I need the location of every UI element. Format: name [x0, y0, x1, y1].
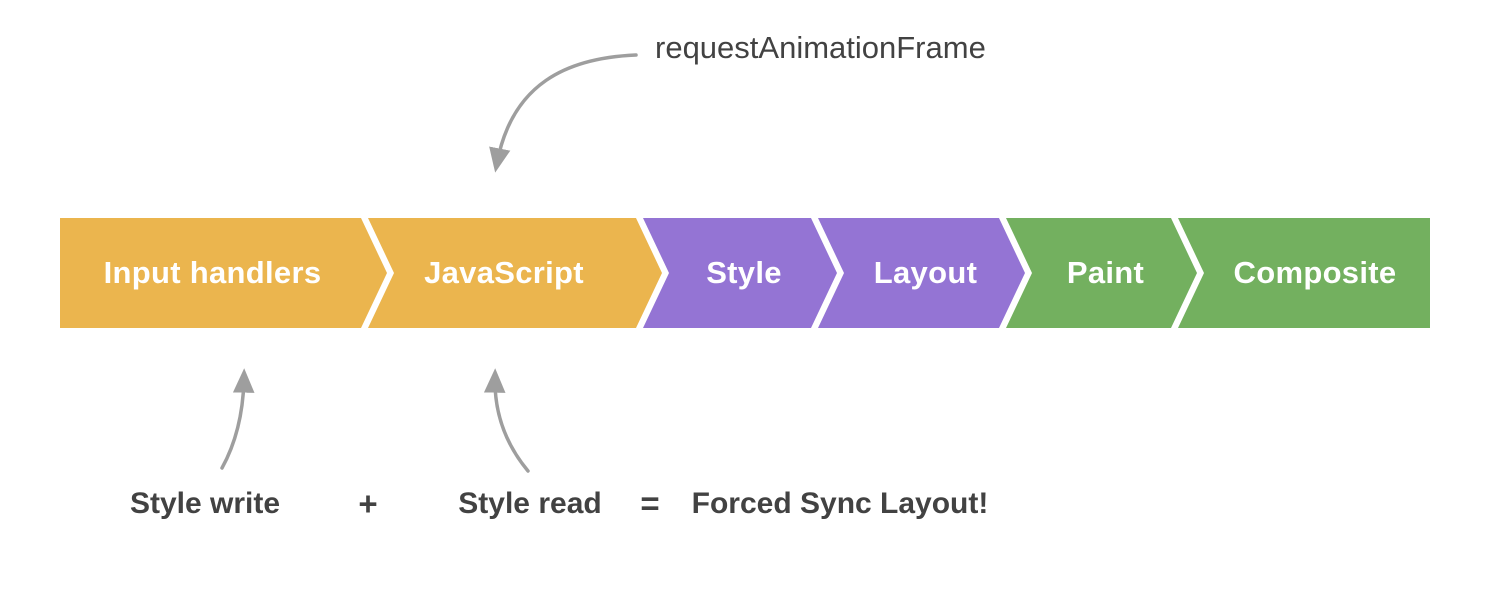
pipeline-stage-style: Style	[643, 218, 837, 328]
style-read-label: Style read	[458, 487, 602, 520]
plus-sign: +	[358, 485, 378, 522]
forced-sync-layout-equation: Style write + Style read = Forced Sync L…	[0, 485, 1496, 527]
stage-label: Input handlers	[103, 255, 322, 290]
style-write-label: Style write	[129, 487, 281, 520]
style-write-to-input-handlers-arrow	[220, 368, 255, 470]
forced-sync-layout-label: Forced Sync Layout!	[691, 487, 989, 520]
pipeline-stage-layout: Layout	[818, 218, 1025, 328]
raf-to-javascript-arrow	[489, 53, 638, 173]
stage-label: Style	[706, 255, 782, 290]
stage-label: Layout	[873, 255, 978, 290]
stage-label: Paint	[1066, 255, 1145, 290]
equals-sign: =	[640, 485, 660, 522]
pipeline-stage-input-handlers: Input handlers	[60, 218, 387, 328]
stage-label: JavaScript	[424, 255, 584, 290]
pipeline-stage-javascript: JavaScript	[368, 218, 662, 328]
pipeline-bar: Input handlers JavaScript Style Layout Paint…	[0, 218, 1496, 328]
pipeline-stage-paint: Paint	[1006, 218, 1197, 328]
stage-label: Composite	[1233, 255, 1397, 290]
pipeline-stage-composite: Composite	[1178, 218, 1430, 328]
style-read-to-javascript-arrow	[483, 368, 530, 473]
request-animation-frame-label: requestAnimationFrame	[655, 30, 986, 65]
